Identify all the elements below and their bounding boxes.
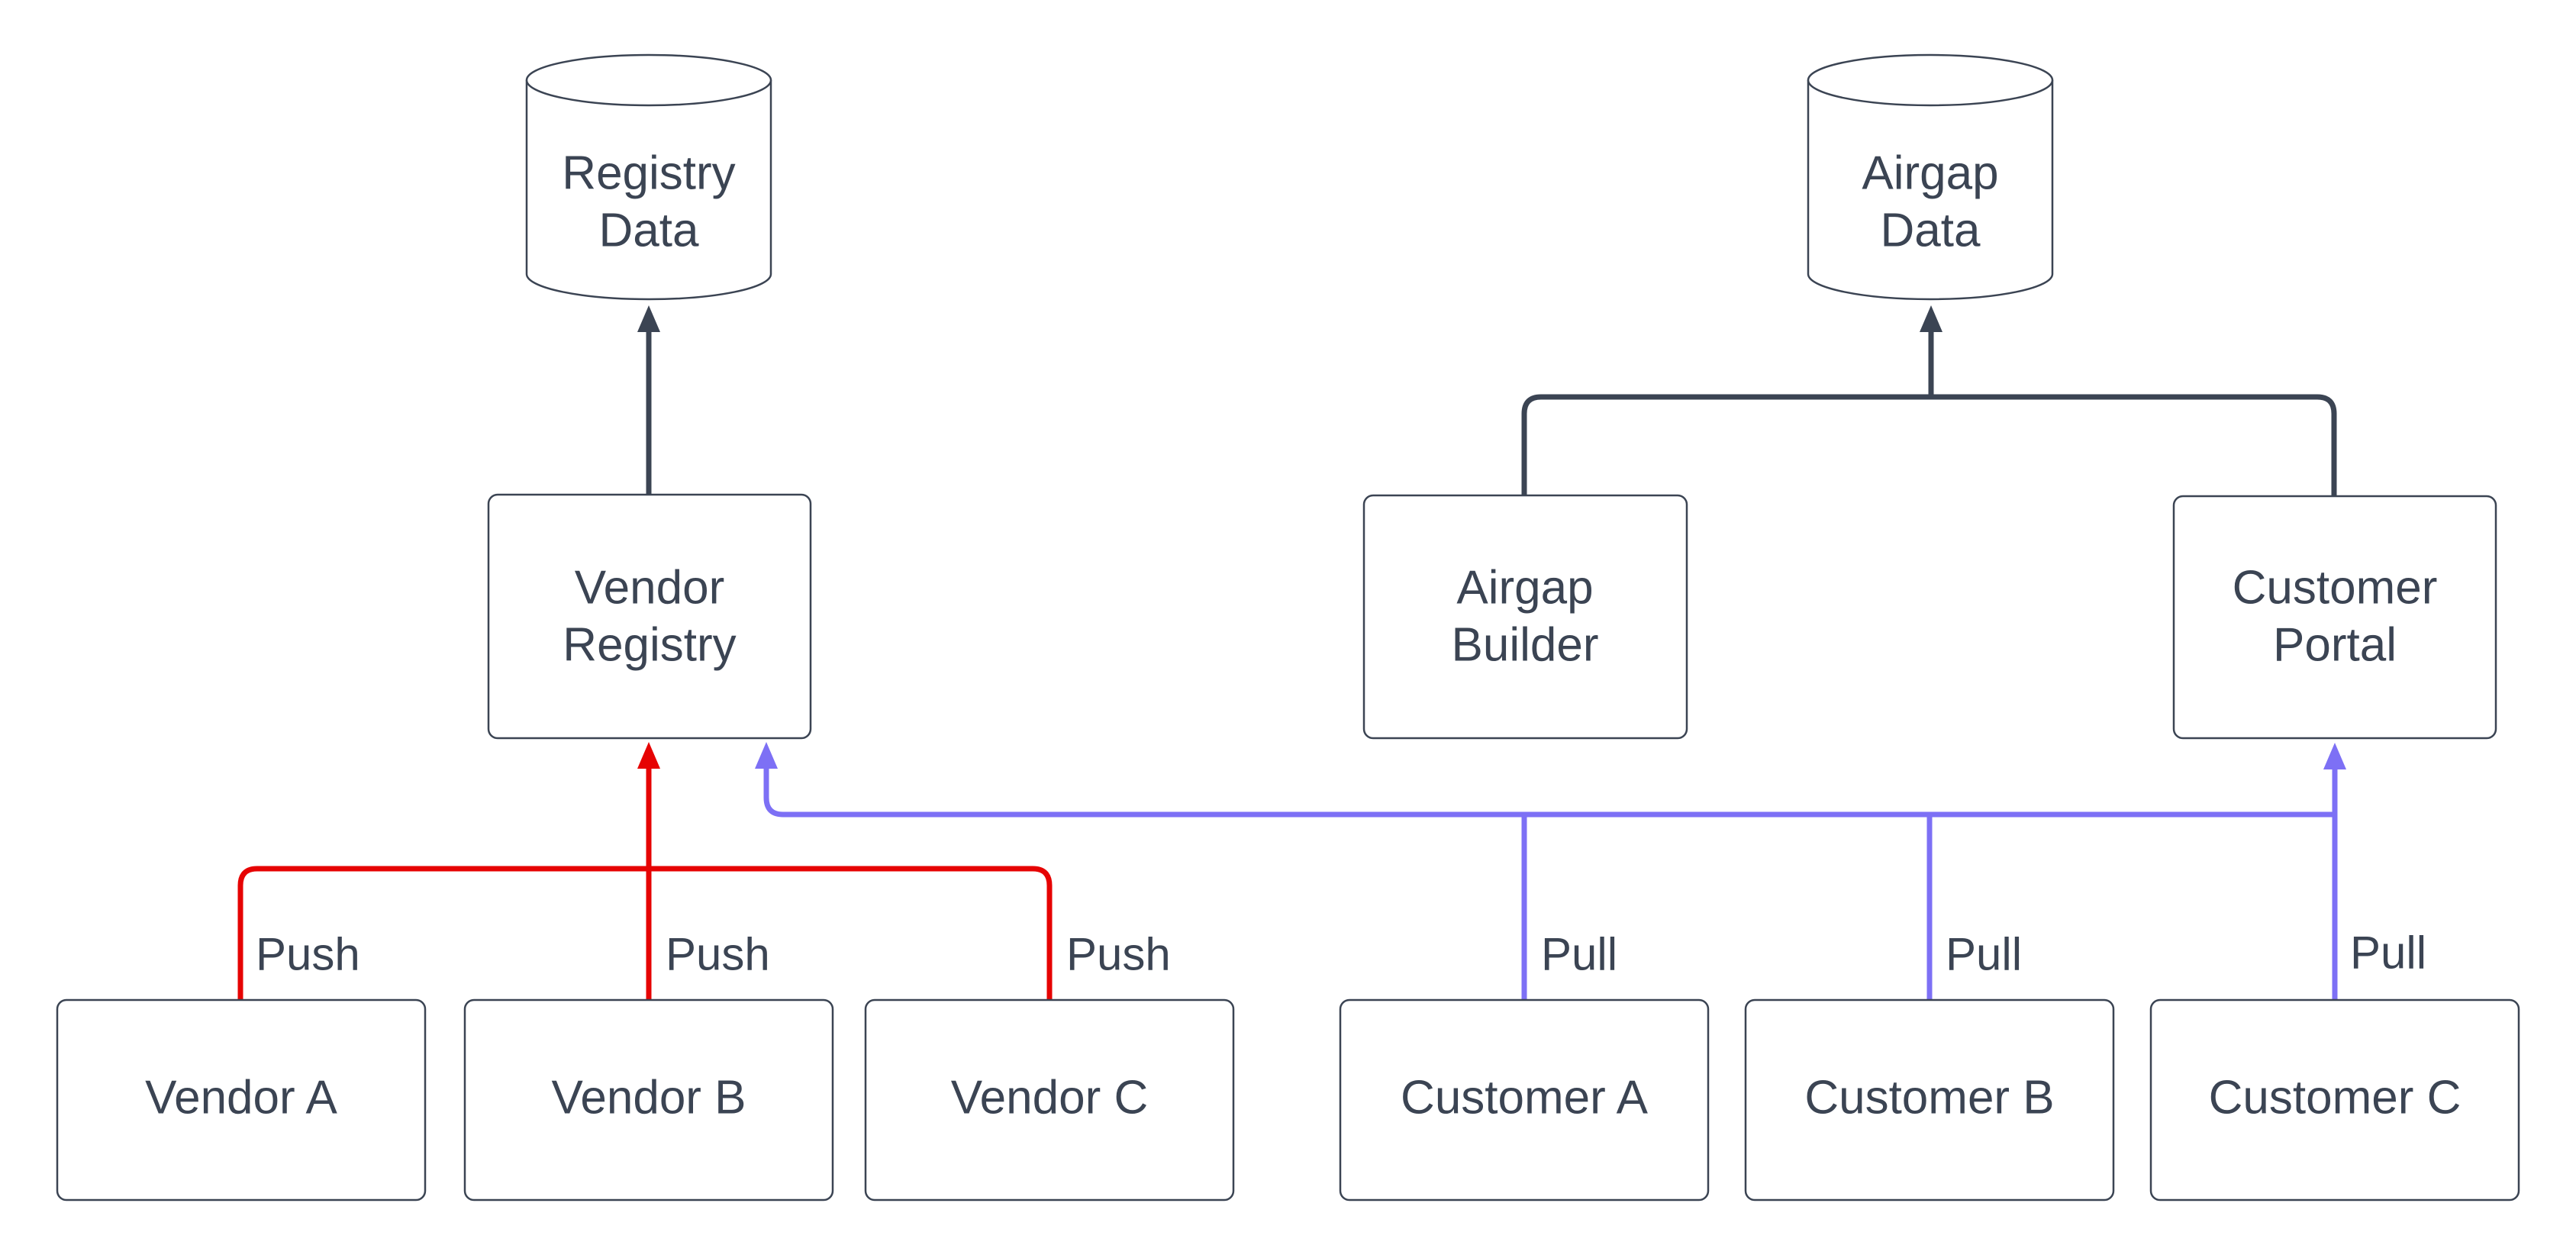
edge-label-push-vendor-c: Push xyxy=(1066,929,1171,980)
node-customer-a-label: Customer A xyxy=(1401,1072,1649,1124)
node-customer-portal-label-line1: Customer xyxy=(2233,562,2438,614)
node-airgap-builder: Airgap Builder xyxy=(1362,494,1688,740)
node-vendor-c-label: Vendor C xyxy=(951,1072,1149,1124)
node-vendor-c: Vendor C xyxy=(864,998,1235,1202)
node-airgap-builder-label-line2: Builder xyxy=(1452,619,1599,672)
edge-label-pull-customer-b: Pull xyxy=(1946,929,2022,980)
node-customer-b: Customer B xyxy=(1744,998,2115,1202)
node-vendor-registry-label-line2: Registry xyxy=(563,619,736,672)
edge-label-pull-customer-c: Pull xyxy=(2350,927,2426,979)
node-registry-data: Registry Data xyxy=(525,53,772,301)
node-customer-c: Customer C xyxy=(2149,998,2520,1202)
node-customer-a: Customer A xyxy=(1339,998,1710,1202)
edge-builder-portal-to-airgap-data xyxy=(1521,305,2337,496)
node-customer-c-label: Customer C xyxy=(2209,1072,2462,1124)
node-vendor-b-label: Vendor B xyxy=(551,1072,746,1124)
node-vendor-a-label: Vendor A xyxy=(145,1072,337,1124)
edge-label-push-vendor-a: Push xyxy=(256,929,360,980)
edge-customers-pull-bus xyxy=(755,742,2346,1000)
node-customer-b-label: Customer B xyxy=(1804,1072,2054,1124)
node-registry-data-label-line2: Data xyxy=(599,205,699,257)
edge-label-pull-customer-a: Pull xyxy=(1541,929,1617,980)
node-airgap-data: Airgap Data xyxy=(1807,53,2054,301)
node-airgap-data-label-line1: Airgap xyxy=(1862,147,1998,200)
node-vendor-b: Vendor B xyxy=(463,998,834,1202)
node-vendor-registry-label-line1: Vendor xyxy=(575,562,725,614)
node-customer-portal: Customer Portal xyxy=(2172,495,2497,740)
node-airgap-builder-label-line1: Airgap xyxy=(1456,562,1593,614)
node-registry-data-label-line1: Registry xyxy=(562,147,735,200)
node-vendor-registry: Vendor Registry xyxy=(487,493,812,740)
edge-label-push-vendor-b: Push xyxy=(666,929,770,980)
node-customer-portal-label-line2: Portal xyxy=(2273,619,2397,672)
node-vendor-a: Vendor A xyxy=(56,998,427,1202)
edge-vendors-push-bus xyxy=(237,742,1053,1000)
node-airgap-data-label-line2: Data xyxy=(1881,205,1981,257)
